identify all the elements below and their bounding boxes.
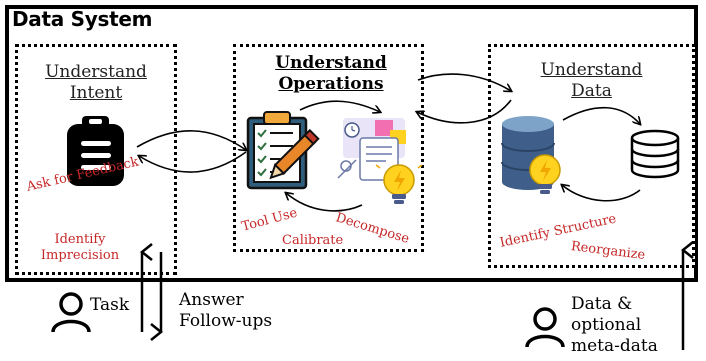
arrow-bottom-loop-operations bbox=[286, 193, 363, 212]
operations-title-line1: Understand bbox=[275, 53, 387, 73]
person-icon bbox=[51, 292, 91, 333]
arrow-data-loop-top bbox=[562, 106, 640, 124]
system-title: Data System bbox=[12, 7, 153, 31]
arrow-data-loop-bottom bbox=[562, 185, 641, 202]
label-optional: optional bbox=[571, 315, 642, 335]
intent-title-line1: Understand bbox=[45, 62, 147, 82]
label-identify-imprecision-line2: Imprecision bbox=[40, 248, 120, 263]
arrow-intent-to-operations bbox=[136, 130, 246, 150]
label-data: Data & bbox=[571, 294, 633, 314]
intent-title-line2: Intent bbox=[69, 83, 123, 103]
planning-board-icon bbox=[337, 118, 406, 181]
data-title: Understand Data bbox=[488, 60, 695, 102]
clipboard-icon bbox=[67, 116, 124, 186]
intent-title: Understand Intent bbox=[15, 62, 177, 104]
arrow-top-loop-operations bbox=[299, 100, 380, 112]
person-icon bbox=[525, 307, 565, 348]
label-calibrate: Calibrate bbox=[282, 233, 344, 248]
data-system-frame bbox=[5, 5, 698, 282]
database-icon bbox=[501, 116, 561, 194]
database-outline-icon bbox=[630, 129, 680, 179]
checklist-pencil-icon bbox=[246, 111, 320, 190]
label-answer-followups: Answer Follow-ups bbox=[179, 290, 272, 332]
label-metadata: meta-data bbox=[571, 336, 658, 356]
label-data-metadata: Data & optional meta-data bbox=[571, 294, 658, 357]
arrow-data-to-operations bbox=[417, 99, 512, 124]
operations-title-line2: Operations bbox=[278, 74, 384, 94]
label-task: Task bbox=[90, 295, 130, 315]
operations-title: Understand Operations bbox=[233, 53, 429, 95]
lightbulb-icon bbox=[375, 164, 423, 204]
arrow-operations-to-data bbox=[417, 73, 511, 91]
arrow-operations-to-intent bbox=[139, 151, 247, 173]
label-identify-imprecision: Identify Imprecision bbox=[30, 232, 130, 264]
label-followups: Follow-ups bbox=[179, 311, 273, 331]
data-title-line2: Data bbox=[571, 81, 612, 101]
label-identify-imprecision-line1: Identify bbox=[54, 232, 106, 247]
data-title-line1: Understand bbox=[540, 60, 643, 80]
label-answer: Answer bbox=[179, 290, 244, 310]
